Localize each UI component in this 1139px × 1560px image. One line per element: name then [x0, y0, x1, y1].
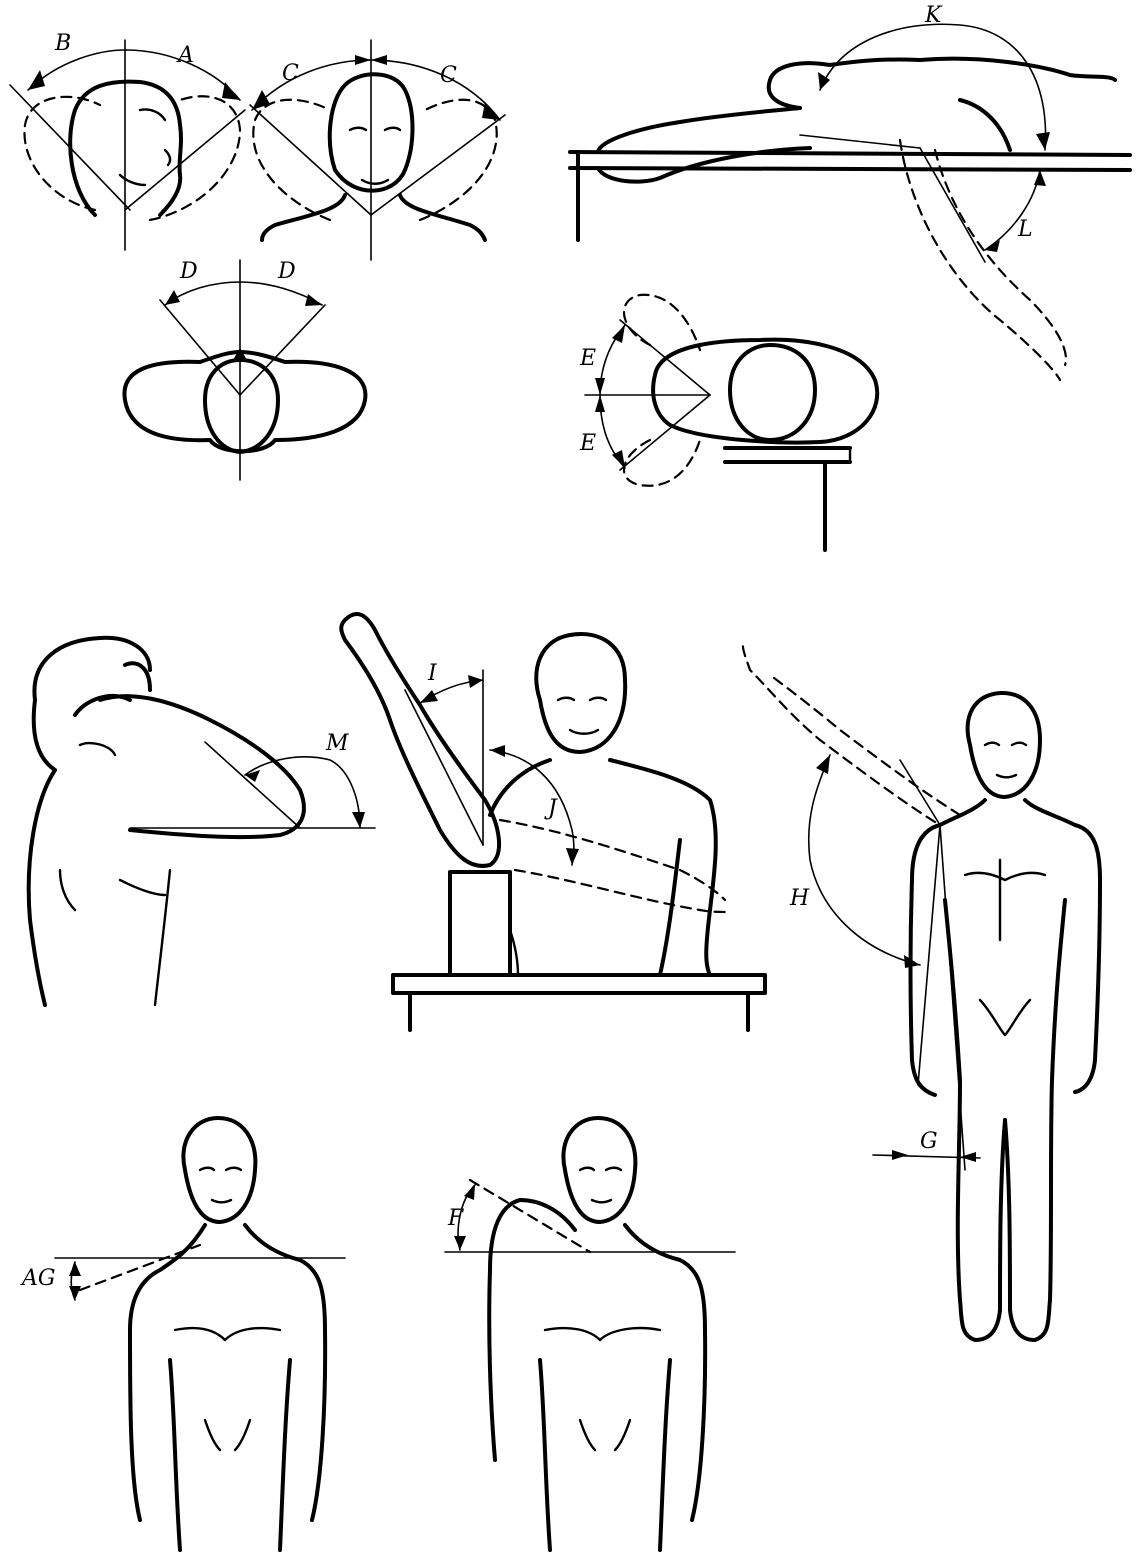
shoulder-flexion-seated-figure: I J — [341, 614, 765, 1030]
shoulder-abduction-standing-figure: H G — [743, 640, 1100, 1340]
supine-shoulder-extension-figure: K L — [570, 3, 1130, 380]
label-L: L — [1017, 217, 1033, 242]
head-lateral-rotation-figure: B A — [10, 31, 245, 250]
head-rotation-top-view-figure: D D — [124, 259, 365, 480]
shoulder-depression-figure: AG — [20, 1118, 345, 1550]
label-D-right: D — [277, 259, 296, 284]
supine-head-tilt-figure: E E — [579, 295, 877, 550]
label-F: F — [447, 1206, 464, 1231]
label-M: M — [325, 731, 349, 756]
label-K: K — [924, 3, 943, 28]
label-A: A — [176, 43, 194, 68]
label-J: J — [544, 796, 558, 821]
shoulder-elevation-figure: F — [445, 1118, 735, 1550]
label-E-top: E — [579, 346, 596, 371]
label-E-bottom: E — [579, 431, 596, 456]
label-H: H — [789, 886, 810, 911]
label-C-right: C — [440, 63, 457, 88]
head-lateral-tilt-figure: C C — [250, 40, 505, 260]
label-B: B — [54, 31, 71, 56]
label-C-left: C — [282, 61, 299, 86]
label-G: G — [920, 1129, 938, 1154]
shoulder-external-rotation-back-figure: M — [29, 638, 375, 1005]
label-AG: AG — [20, 1266, 55, 1291]
label-D-left: D — [179, 259, 198, 284]
label-I: I — [427, 661, 438, 686]
